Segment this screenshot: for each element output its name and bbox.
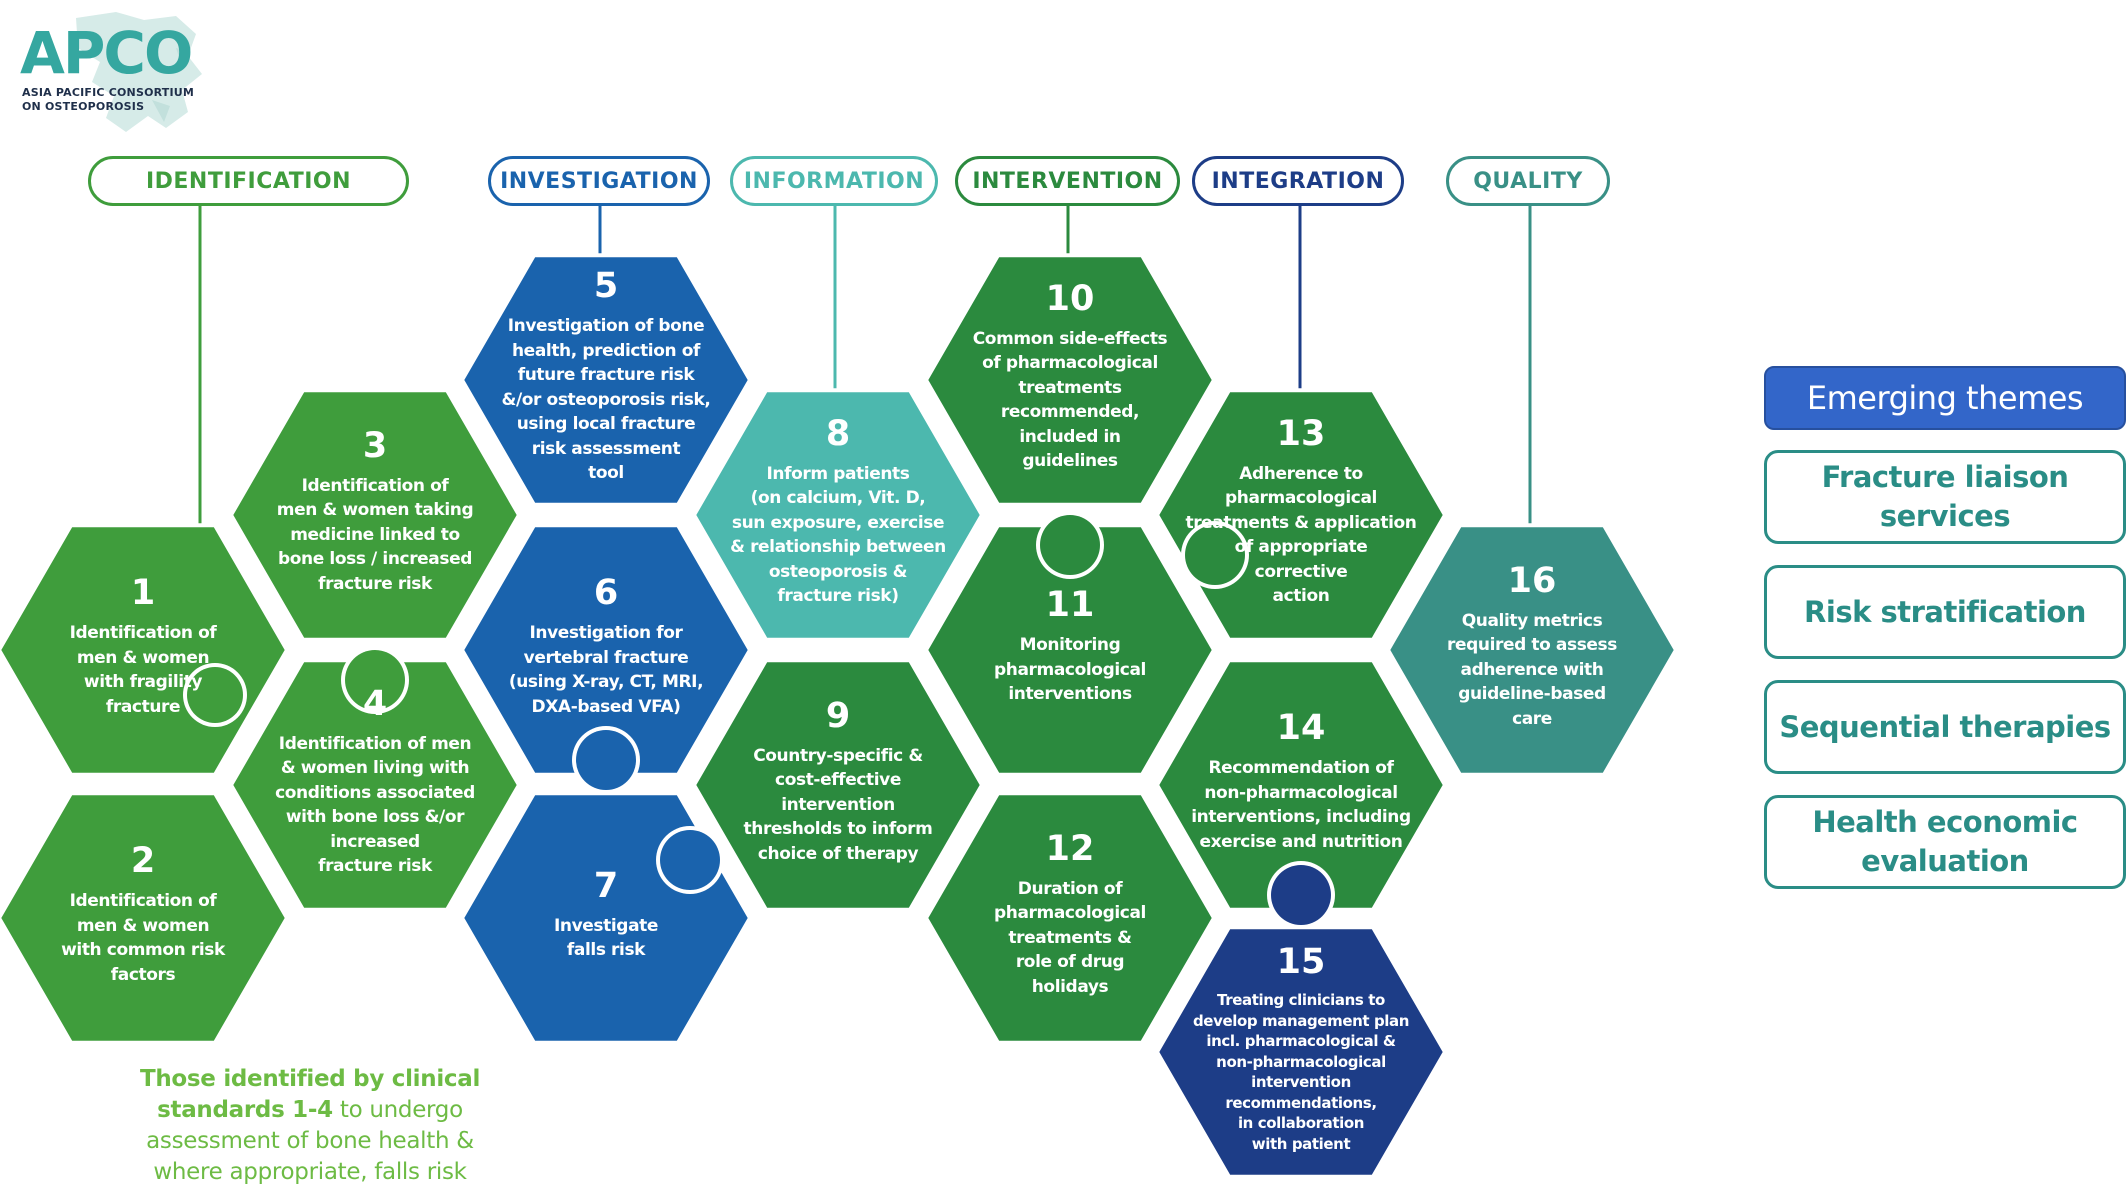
hexagon-standard-3 (228, 388, 522, 642)
standard-number-6: 6 (593, 573, 619, 613)
logo-subtitle-line-2: ON OSTEOPOROSIS (22, 100, 145, 113)
standard-number-13: 13 (1276, 413, 1326, 454)
hexagon-standard-15 (1154, 925, 1448, 1179)
emerging-themes-heading: Emerging themes (1764, 366, 2126, 430)
hexagon-standard-8 (691, 388, 985, 642)
standard-number-1: 1 (130, 573, 156, 613)
standard-text-1: Identification of men & women with fragi… (69, 623, 217, 717)
hexagon-standard-12 (923, 791, 1217, 1045)
standard-text-12: Duration of pharmacological treatments &… (994, 878, 1146, 997)
puzzle-knob-6-7 (576, 730, 636, 790)
hexagon-standard-11 (923, 523, 1217, 777)
category-tag-identification: IDENTIFICATION (88, 156, 409, 206)
category-tag-investigation: INVESTIGATION (488, 156, 710, 206)
footnote: Those identified by clinical standards 1… (130, 1064, 490, 1185)
theme-sequential-therapies: Sequential therapies (1764, 680, 2126, 774)
hexagon-standard-14 (1154, 658, 1448, 912)
asia-pacific-map-icon (76, 12, 202, 132)
standard-text-5: Investigation of bone health, prediction… (501, 316, 711, 484)
standard-number-5: 5 (593, 266, 619, 307)
standard-text-15: Treating clinicians to develop managemen… (1192, 991, 1410, 1153)
standard-number-16: 16 (1507, 560, 1557, 601)
category-tag-integration: INTEGRATION (1192, 156, 1404, 206)
standard-text-2: Identification of men & women with commo… (61, 891, 225, 985)
apco-logo: APCO ASIA PACIFIC CONSORTIUM ON OSTEOPOR… (16, 8, 206, 138)
footnote-bold: Those identified by clinical standards 1… (139, 1066, 481, 1123)
standard-number-9: 9 (825, 695, 851, 736)
standard-text-3: Identification of men & women taking med… (276, 475, 474, 594)
standard-text-11: Monitoring pharmacological interventions (994, 635, 1146, 705)
standard-number-11: 11 (1045, 585, 1095, 626)
puzzle-knob-14-15 (1271, 865, 1331, 925)
hexagon-standard-10 (923, 253, 1217, 507)
footnote-rest: to undergo assessment of bone health & w… (146, 1097, 474, 1185)
category-tag-information: INFORMATION (730, 156, 938, 206)
standard-text-16: Quality metrics required to assess adher… (1446, 610, 1617, 729)
standard-text-8: Inform patients (on calcium, Vit. D, sun… (730, 463, 946, 607)
hexagon-standard-16 (1385, 523, 1679, 777)
standard-text-7: Investigate falls risk (553, 915, 658, 961)
puzzle-knob-3-4 (345, 650, 405, 710)
standard-number-15: 15 (1276, 942, 1326, 982)
standard-text-4: Identification of men & women living wit… (275, 733, 475, 877)
standard-number-4: 4 (362, 683, 388, 724)
category-tag-quality: QUALITY (1446, 156, 1610, 206)
hexagon-standard-5 (459, 253, 753, 507)
standard-text-9: Country-specific & cost-effective interv… (743, 745, 933, 864)
standard-number-10: 10 (1045, 278, 1095, 319)
standard-text-14: Recommendation of non-pharmacological in… (1191, 758, 1411, 852)
logo-subtitle-line-1: ASIA PACIFIC CONSORTIUM (22, 86, 195, 99)
theme-risk-stratification: Risk stratification (1764, 565, 2126, 659)
puzzle-knob-11-13 (1185, 525, 1245, 585)
standard-number-14: 14 (1276, 708, 1326, 748)
theme-fracture-liaison-services: Fracture liaison services (1764, 450, 2126, 544)
puzzle-knob-7-9 (660, 830, 720, 890)
puzzle-knob-1-4 (187, 667, 243, 723)
standard-number-7: 7 (593, 865, 619, 906)
hexagon-standard-2 (0, 791, 290, 1045)
category-tag-intervention: INTERVENTION (955, 156, 1180, 206)
theme-health-economic-evaluation: Health economic evaluation (1764, 795, 2126, 889)
hexagon-standard-6 (459, 523, 753, 777)
hexagon-standard-4 (228, 658, 522, 912)
standard-number-2: 2 (130, 841, 156, 881)
standard-number-12: 12 (1045, 828, 1095, 869)
standard-number-3: 3 (362, 425, 388, 466)
standard-number-8: 8 (825, 413, 851, 454)
logo-title: APCO (20, 19, 193, 87)
standard-text-10: Common side-effects of pharmacological t… (972, 328, 1168, 472)
puzzle-knob-10-11 (1040, 515, 1100, 575)
standard-text-13: Adherence to pharmacological treatments … (1185, 463, 1417, 607)
standard-text-6: Investigation for vertebral fracture (us… (508, 623, 704, 717)
hexagon-standard-9 (691, 658, 985, 912)
